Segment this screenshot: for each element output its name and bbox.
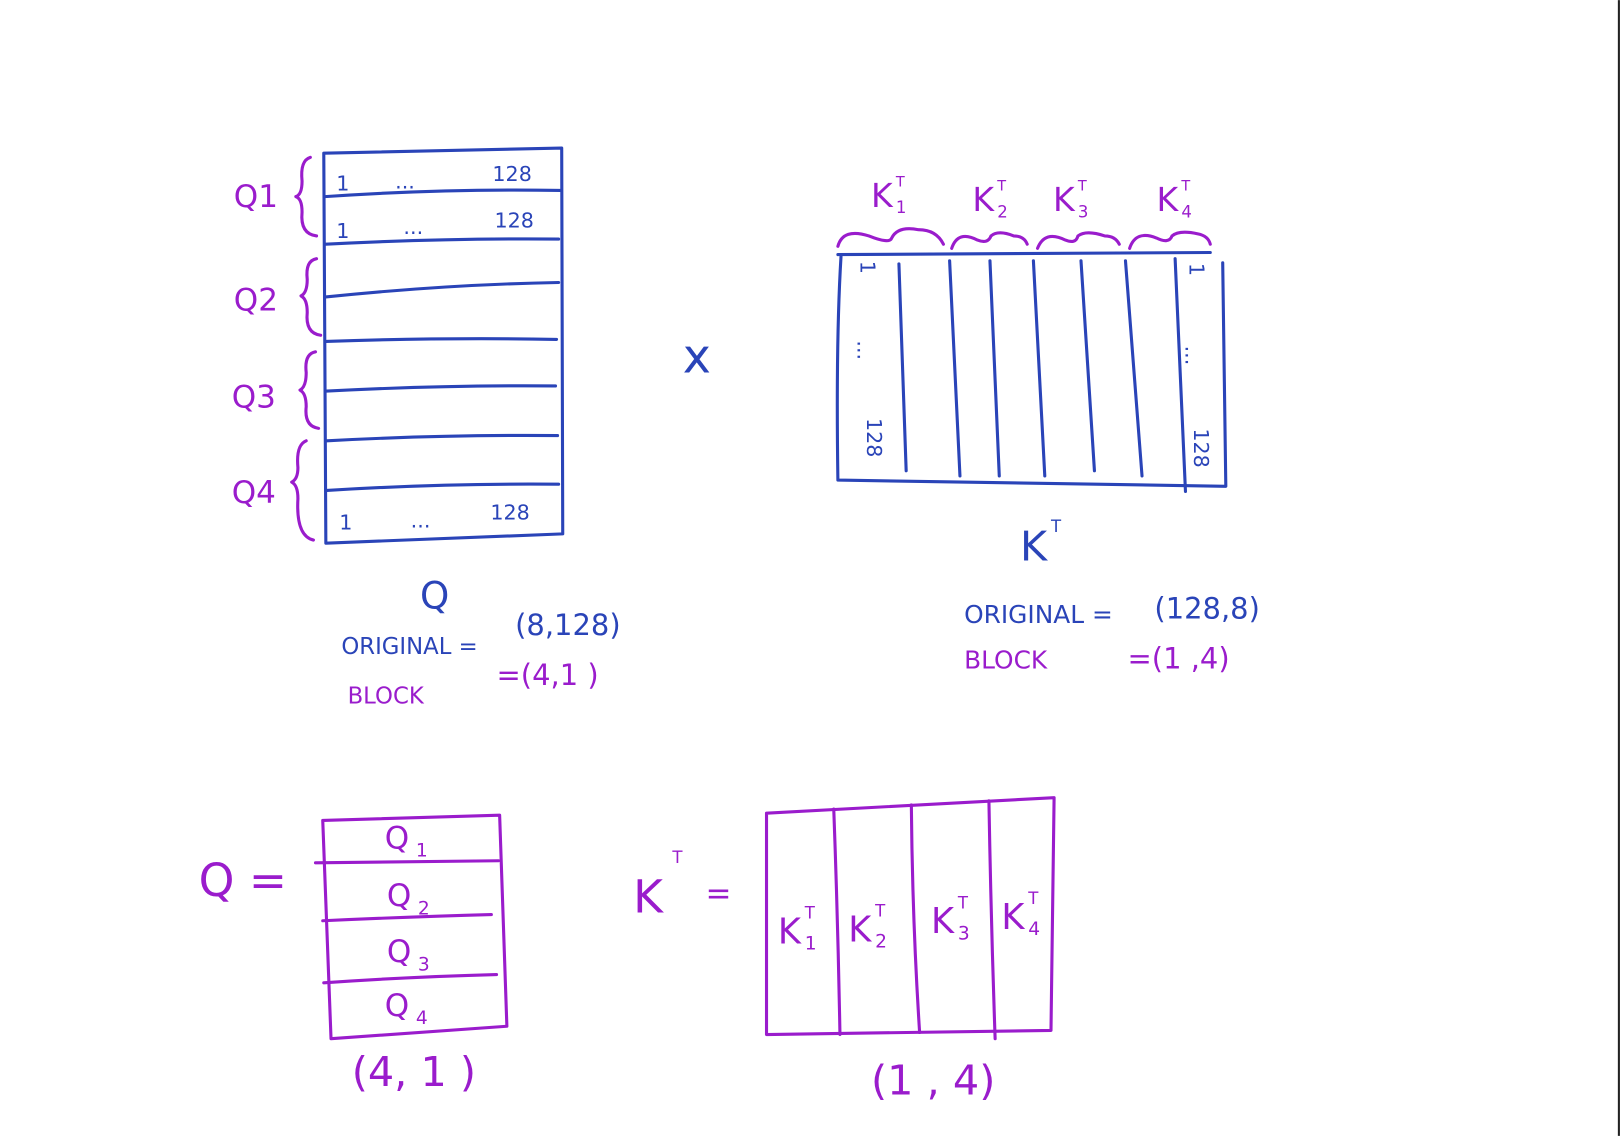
kt-matrix — [835, 250, 1228, 494]
block-sub: 1 — [805, 934, 817, 955]
label-sub: 3 — [1078, 202, 1089, 221]
label-sup: T — [996, 178, 1006, 194]
block-sub: 2 — [418, 899, 430, 920]
q-original-label: ORIGINAL = — [341, 634, 477, 660]
row-end-index: 128 — [492, 162, 531, 186]
block-sup: T — [874, 902, 886, 921]
label-sup: T — [895, 174, 905, 190]
col-ellipsis: ... — [1180, 346, 1204, 366]
q-original-shape: (8,128) — [515, 608, 620, 642]
kt-col-1-contents: 1 ... 128 — [853, 261, 886, 458]
label-sub: 2 — [997, 202, 1008, 221]
q-row-8-contents: 1 ... 128 — [339, 500, 529, 534]
block-base: Q — [387, 934, 411, 970]
kt-matrix-name: K — [1020, 523, 1048, 571]
kt-block-1: K 1 T — [778, 904, 817, 955]
kt-block-label-3: K 3 T — [1053, 178, 1088, 221]
block-sub: 3 — [958, 923, 970, 944]
block-sub: 3 — [418, 954, 430, 975]
q-block-1: Q 1 — [385, 820, 428, 861]
block-base: Q — [387, 878, 411, 914]
row-end-index: 128 — [494, 209, 533, 233]
label-base: K — [1157, 180, 1180, 219]
col-end-index: 128 — [862, 418, 886, 457]
q-block-braces — [290, 155, 323, 542]
kt-col-8-contents: 1 ... 128 — [1180, 263, 1212, 468]
kt-matrix-name-sup: T — [1050, 517, 1062, 536]
block-sub: 1 — [416, 841, 428, 862]
q-row-1-contents: 1 ... 128 — [336, 162, 532, 195]
block-sub: 4 — [1028, 919, 1040, 940]
kt-lhs-sup: T — [671, 848, 683, 867]
kt-block-braces — [836, 227, 1212, 250]
row-end-index: 128 — [490, 500, 529, 524]
q-block-3: Q 3 — [387, 934, 430, 975]
q-block-4: Q 4 — [385, 988, 428, 1029]
kt-block-label-4: K 4 T — [1157, 178, 1192, 221]
col-start-index: 1 — [1185, 263, 1209, 276]
q-block-label-4: Q4 — [232, 475, 276, 511]
block-base: K — [848, 909, 872, 950]
q-block-label-1: Q1 — [234, 179, 278, 215]
kt-block-label-1: K 1 T — [871, 174, 906, 217]
row-ellipsis: ... — [403, 215, 423, 239]
kt-original-shape: (128,8) — [1154, 592, 1259, 626]
row-start-index: 1 — [336, 171, 349, 195]
row-ellipsis: ... — [411, 509, 431, 533]
kt-block-label-2: K 2 T — [972, 178, 1007, 221]
q-block-matrix — [313, 813, 509, 1041]
block-sub: 4 — [416, 1008, 428, 1029]
kt-original-label: ORIGINAL = — [964, 600, 1113, 629]
label-sup: T — [1180, 178, 1190, 194]
block-base: K — [778, 912, 802, 953]
kt-block-label: BLOCK — [964, 645, 1048, 674]
q-matrix-name: Q — [420, 573, 449, 617]
label-sub: 1 — [896, 198, 907, 217]
row-start-index: 1 — [336, 219, 349, 243]
kt-block-matrix — [764, 796, 1056, 1041]
block-base: K — [931, 901, 955, 942]
q-block-label: BLOCK — [348, 684, 425, 710]
kt-lhs-label: K — [633, 870, 664, 923]
multiply-sign: x — [683, 329, 711, 384]
q-block-shape-label: (4, 1 ) — [352, 1048, 476, 1096]
block-base: Q — [385, 820, 409, 856]
q-block-2: Q 2 — [387, 878, 430, 919]
kt-block-shape-label: (1 , 4) — [871, 1057, 995, 1105]
kt-block-shape: =(1 ,4) — [1128, 641, 1230, 675]
q-row-2-contents: 1 ... 128 — [336, 209, 534, 243]
block-base: Q — [385, 988, 409, 1024]
col-start-index: 1 — [856, 261, 880, 274]
q-lhs-label: Q = — [199, 854, 287, 907]
q-matrix — [322, 146, 565, 545]
kt-lhs-equals: = — [705, 876, 731, 912]
row-ellipsis: ... — [395, 169, 415, 193]
q-block-label-2: Q2 — [234, 282, 278, 318]
label-base: K — [1053, 180, 1076, 219]
block-sub: 2 — [875, 932, 887, 953]
kt-block-2: K 2 T — [848, 902, 887, 953]
q-block-shape: =(4,1 ) — [497, 658, 599, 692]
label-base: K — [871, 176, 894, 215]
block-sup: T — [1027, 889, 1039, 908]
col-end-index: 128 — [1189, 428, 1213, 467]
block-base: K — [1001, 897, 1025, 938]
q-block-label-3: Q3 — [232, 380, 276, 416]
label-base: K — [972, 180, 995, 219]
col-ellipsis: ... — [853, 340, 877, 360]
kt-block-4: K 4 T — [1001, 889, 1040, 940]
row-start-index: 1 — [339, 511, 352, 535]
label-sup: T — [1077, 178, 1087, 194]
label-sub: 4 — [1181, 202, 1192, 221]
kt-block-3: K 3 T — [931, 893, 970, 944]
block-sup: T — [957, 893, 969, 912]
block-sup: T — [804, 904, 816, 923]
